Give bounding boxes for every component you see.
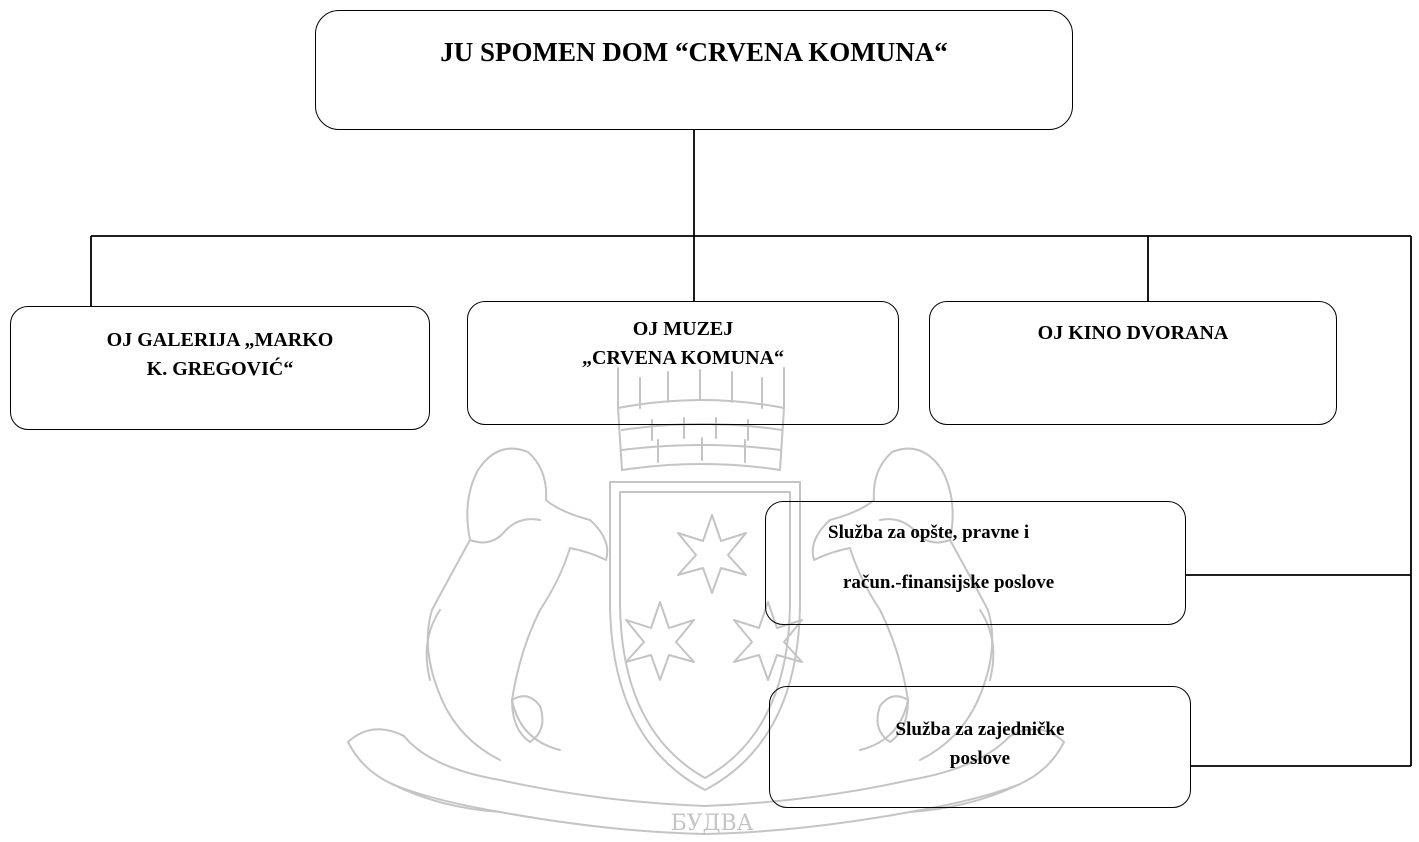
service-zajednicke-line2: poslove [949, 748, 1011, 769]
service-box-opste: Služba za opšte, pravne i račun.-finansi… [765, 501, 1186, 625]
unit-box-muzej: OJ MUZEJ „CRVENA KOMUNA“ [467, 301, 899, 425]
watermark-label: БУДВА [671, 811, 754, 836]
unit-muzej-line1: OJ MUZEJ [632, 318, 734, 340]
unit-galerija-line2: K. GREGOVIĆ“ [146, 358, 294, 380]
unit-muzej-line2: „CRVENA KOMUNA“ [581, 347, 785, 369]
unit-box-kino: OJ KINO DVORANA [929, 301, 1337, 425]
service-box-zajednicke: Služba za zajedničke poslove [769, 686, 1191, 808]
root-institution-box: JU SPOMEN DOM “CRVENA KOMUNA“ [315, 10, 1073, 130]
unit-box-galerija: OJ GALERIJA „MARKO K. GREGOVIĆ“ [10, 306, 430, 430]
unit-kino-line1: OJ KINO DVORANA [1037, 322, 1229, 344]
service-zajednicke-line1: Služba za zajedničke [895, 719, 1065, 740]
unit-galerija-line1: OJ GALERIJA „MARKO [106, 329, 334, 351]
root-institution-title: JU SPOMEN DOM “CRVENA KOMUNA“ [440, 37, 948, 67]
service-opste-line2: račun.-finansijske poslove [843, 572, 1055, 593]
service-opste-line1: Služba za opšte, pravne i [828, 522, 1030, 543]
